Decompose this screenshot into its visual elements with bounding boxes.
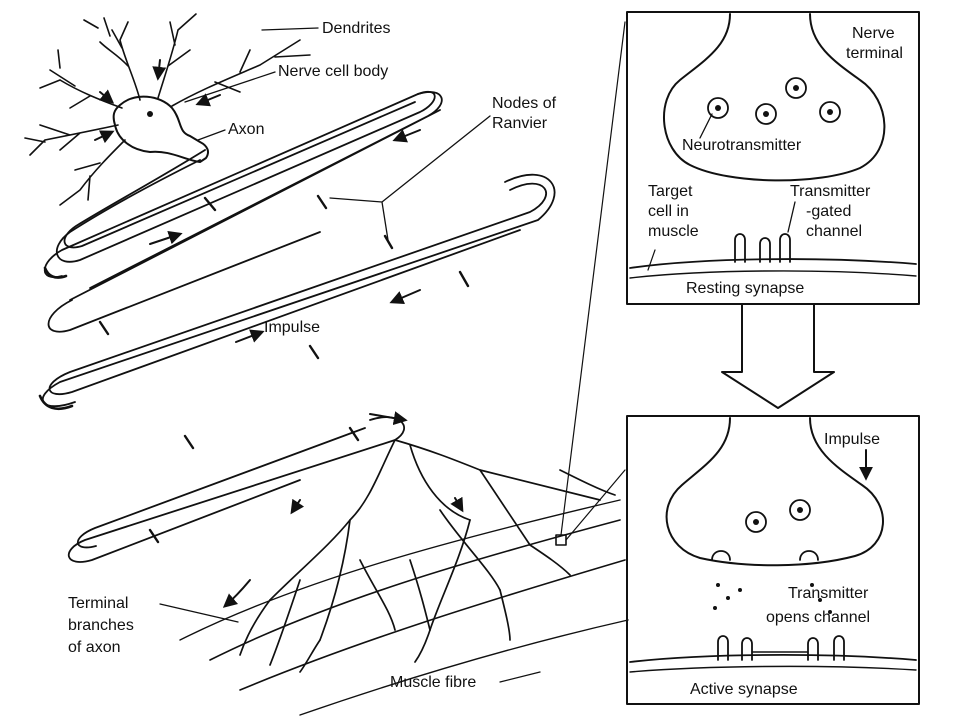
label-axon: Axon (228, 121, 264, 138)
transition-arrow (721, 304, 835, 409)
target-cell-membrane (629, 258, 917, 269)
active-synapse-caption: Active synapse (690, 681, 798, 698)
label-impulse: Impulse (264, 319, 320, 336)
label-target-3: muscle (648, 223, 699, 240)
label-opens-1: Transmitter (788, 585, 869, 602)
label-muscle-fibre: Muscle fibre (390, 674, 476, 691)
nerve-cell-body (112, 95, 209, 163)
label-target-1: Target (648, 183, 693, 200)
active-vesicles (711, 499, 819, 561)
axon (41, 91, 556, 563)
resting-synapse-panel (626, 11, 920, 305)
muscle-fibre (179, 499, 629, 716)
released-transmitter (713, 583, 832, 614)
label-active-impulse: Impulse (824, 431, 880, 448)
open-channels (717, 635, 845, 661)
terminal-branches (222, 439, 616, 673)
label-nodes-line2: Ranvier (492, 115, 548, 132)
label-nerve-terminal-2: terminal (846, 45, 903, 62)
label-channel-2: -gated (806, 203, 851, 220)
dendrites (24, 13, 311, 206)
impulse-arrows (38, 129, 421, 426)
label-cell-body: Nerve cell body (278, 63, 388, 80)
label-terminal-line3: of axon (68, 639, 120, 656)
active-synapse-panel (626, 415, 920, 705)
label-terminal-line2: branches (68, 617, 134, 634)
transmitter-gated-channel (734, 233, 791, 263)
label-dendrites: Dendrites (322, 20, 390, 37)
label-neurotransmitter: Neurotransmitter (682, 137, 802, 154)
labels: Dendrites Nerve cell body Axon Nodes of … (68, 20, 903, 698)
neurotransmitter-vesicles (707, 77, 841, 125)
label-channel-3: channel (806, 223, 862, 240)
label-target-2: cell in (648, 203, 689, 220)
label-opens-2: opens channel (766, 609, 870, 626)
nerve-terminal (663, 13, 886, 182)
label-terminal-line1: Terminal (68, 595, 128, 612)
label-channel-1: Transmitter (790, 183, 871, 200)
resting-synapse-caption: Resting synapse (686, 280, 804, 297)
active-nerve-terminal (665, 417, 884, 567)
label-nodes-line1: Nodes of (492, 95, 557, 112)
zoom-lines (560, 21, 626, 541)
label-nerve-terminal-1: Nerve (852, 25, 895, 42)
